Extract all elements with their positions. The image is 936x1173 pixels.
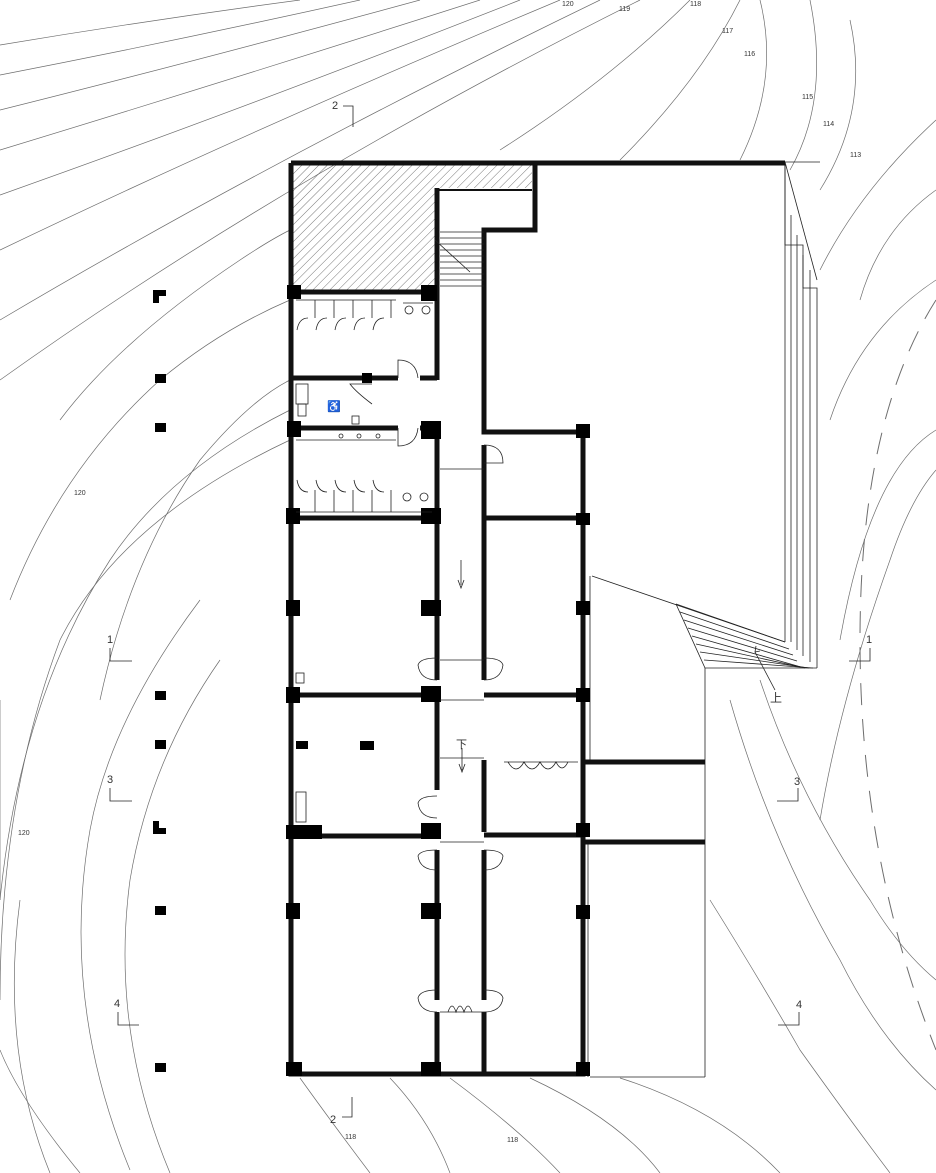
hatched-block [292, 165, 532, 290]
corridor: 下 [440, 468, 484, 1013]
contour-label: 114 [823, 121, 834, 128]
stair-up-label: 上 [770, 691, 782, 705]
svg-text:1: 1 [107, 634, 113, 646]
section-marker-2-bottom: 2 [330, 1097, 353, 1126]
interior-stair [434, 231, 484, 287]
contour-label: 118 [507, 1137, 518, 1144]
section-marker-2-top: 2 [332, 100, 354, 127]
terrace-stair: 上 [675, 603, 814, 705]
svg-text:2: 2 [330, 1114, 336, 1126]
site-piers [153, 290, 166, 1072]
section-marker-1-left: 1 [107, 634, 132, 662]
section-marker-3-right: 3 [777, 776, 800, 802]
accessible-toilet: ♿ [295, 383, 373, 425]
svg-text:2: 2 [332, 100, 338, 112]
stair-down-label: 下 [456, 739, 467, 751]
contour-label: 115 [802, 94, 813, 101]
contour-label: 118 [345, 1134, 356, 1141]
contour-label: 117 [722, 28, 733, 35]
contour-labels: 120 119 118 117 116 115 114 113 120 120 … [18, 1, 861, 1144]
doors [295, 444, 578, 1014]
contour-label: 118 [690, 1, 701, 8]
section-marker-3-left: 3 [107, 774, 132, 802]
contour-label: 120 [74, 490, 86, 497]
contour-label: 113 [850, 152, 861, 159]
east-terrace [537, 161, 820, 1078]
wheelchair-icon: ♿ [327, 400, 341, 413]
svg-text:4: 4 [114, 998, 120, 1010]
contour-label: 120 [562, 1, 574, 8]
structural-columns [286, 285, 590, 1076]
svg-text:3: 3 [107, 774, 113, 786]
toilet-block-upper [296, 299, 433, 379]
svg-text:3: 3 [794, 776, 800, 788]
building: ♿ [286, 160, 785, 1077]
section-markers: 2 2 1 1 3 3 4 4 [107, 100, 872, 1126]
contour-label: 119 [619, 6, 630, 13]
section-marker-4-left: 4 [114, 998, 139, 1026]
contour-label: 120 [18, 830, 30, 837]
contour-label: 116 [744, 51, 755, 58]
section-marker-4-right: 4 [778, 999, 802, 1026]
svg-text:4: 4 [796, 999, 802, 1011]
toilet-block-lower [296, 427, 432, 513]
section-marker-1-right: 1 [849, 634, 872, 662]
svg-text:1: 1 [866, 634, 872, 646]
